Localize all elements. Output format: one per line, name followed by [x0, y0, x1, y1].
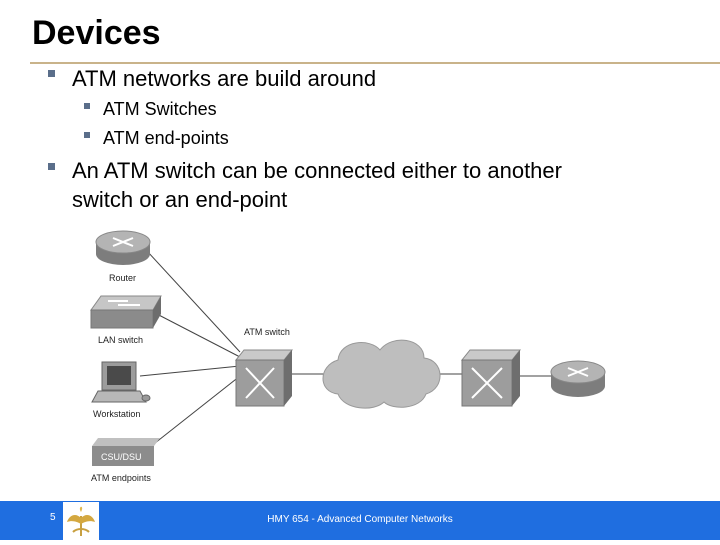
page-number: 5	[50, 512, 56, 523]
sub-bullet-atm-end-points: ATM end-points	[103, 128, 229, 148]
workstation-icon	[91, 361, 151, 403]
footer-course-title: HMY 654 - Advanced Computer Networks	[267, 514, 453, 525]
university-logo	[63, 502, 99, 540]
sub-bullet-atm-switches: ATM Switches	[103, 99, 217, 119]
sub-bullet-marker	[84, 132, 90, 138]
csu-dsu-icon	[92, 438, 160, 466]
router-icon	[95, 230, 151, 265]
atm-endpoints-label: ATM endpoints	[91, 473, 151, 483]
bullet-marker	[48, 163, 55, 170]
atm-network-cloud-icon	[322, 339, 441, 409]
bullet-2-line-1: An ATM switch can be connected either to…	[72, 158, 562, 183]
lan-switch-label: LAN switch	[98, 335, 143, 345]
atm-network-diagram: Router LAN switch Workstation CSU/DSU AT…	[90, 230, 606, 483]
atm-switch-icon	[460, 349, 522, 407]
connection-lines	[139, 250, 553, 448]
csu-dsu-label: CSU/DSU	[101, 452, 142, 462]
atm-switch-icon	[234, 349, 294, 407]
footer-bar	[0, 501, 720, 540]
slide-title: Devices	[32, 14, 161, 52]
router-label: Router	[109, 273, 136, 283]
title-divider	[30, 62, 720, 64]
bullet-1: ATM networks are build around	[72, 66, 377, 91]
atm-switch-label: ATM switch	[244, 327, 290, 337]
sub-bullet-marker	[84, 103, 90, 109]
bullet-marker	[48, 70, 55, 77]
lan-switch-icon	[90, 295, 162, 329]
router-icon	[550, 360, 606, 397]
workstation-label: Workstation	[93, 409, 140, 419]
bullet-2-line-2: switch or an end-point	[72, 187, 288, 212]
